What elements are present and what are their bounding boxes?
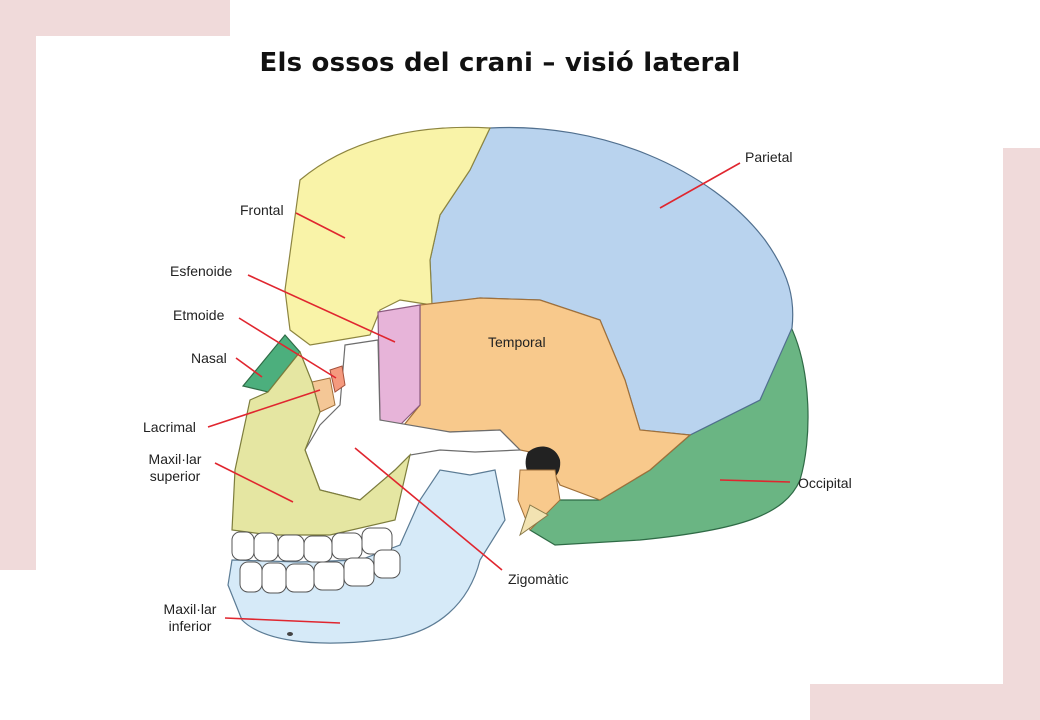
mental-foramen: [287, 632, 293, 636]
frontal-bone: [284, 126, 491, 346]
label-zigomatic: Zigomàtic: [508, 571, 569, 587]
pointer-maxilar-superior: [214, 462, 294, 503]
styloid-process: [519, 504, 549, 537]
label-temporal: Temporal: [488, 334, 546, 350]
label-etmoide: Etmoide: [173, 307, 225, 323]
pointer-esfenoide: [247, 274, 396, 343]
pointer-lines: [207, 162, 791, 624]
zigomatic-bone: [304, 339, 522, 501]
pointer-nasal: [235, 357, 263, 378]
pointer-etmoide: [238, 317, 337, 379]
etmoide-bone: [329, 365, 346, 393]
slide-title: Els ossos del crani – visió lateral: [259, 48, 741, 78]
teeth: [231, 527, 401, 594]
pointer-maxilar-inferior: [224, 617, 341, 624]
pointer-parietal: [659, 162, 741, 209]
maxilar-inferior-bone: [227, 469, 506, 644]
pointer-frontal: [295, 212, 346, 239]
label-frontal: Frontal: [240, 202, 284, 218]
pointer-occipital: [719, 479, 791, 483]
label-maxilar-inferior: Maxil·lar inferior: [163, 601, 217, 634]
label-parietal: Parietal: [745, 149, 793, 165]
label-maxilar-superior: Maxil·lar superior: [148, 451, 202, 484]
occipital-bone: [529, 323, 809, 546]
label-occipital: Occipital: [798, 475, 852, 491]
esfenoide-bone: [377, 304, 421, 426]
pointer-lacrimal: [207, 389, 321, 428]
label-nasal: Nasal: [191, 350, 227, 366]
pointer-zigomatic: [354, 447, 503, 571]
label-esfenoide: Esfenoide: [170, 263, 233, 279]
label-lacrimal: Lacrimal: [143, 419, 196, 435]
